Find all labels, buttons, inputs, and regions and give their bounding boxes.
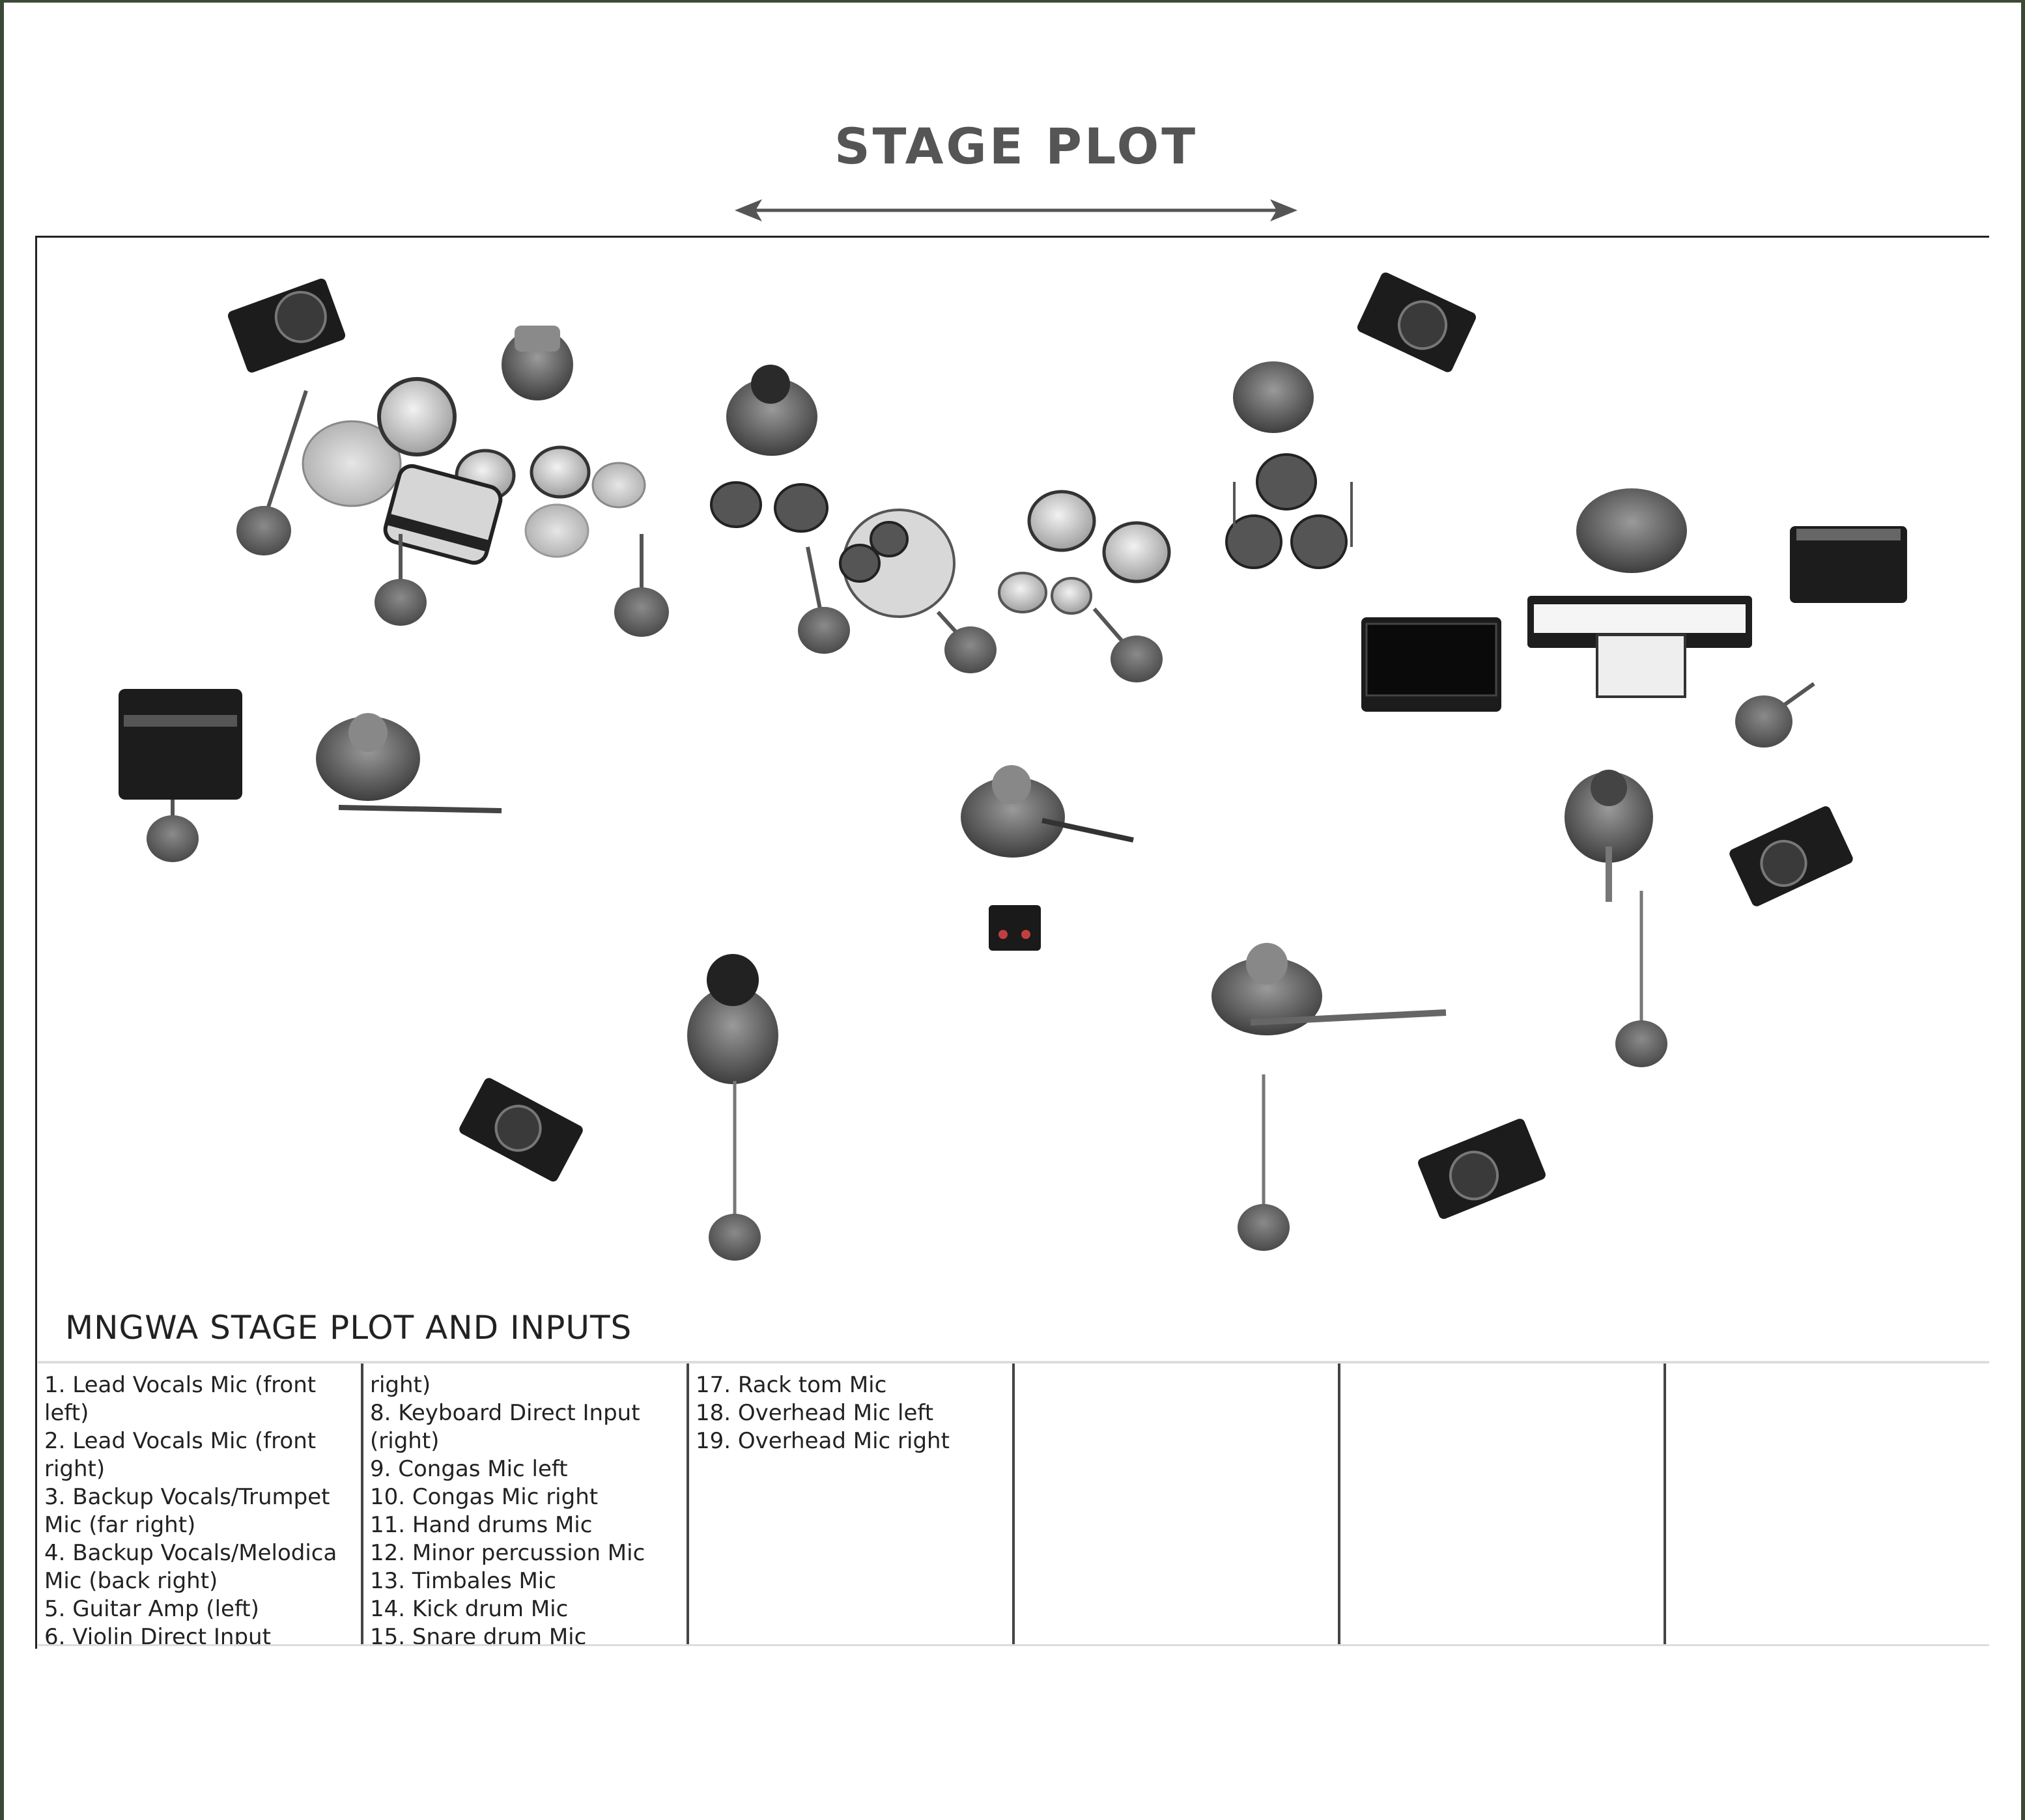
hand-drums-icon [998,490,1171,615]
input-list-item: 13. Timbales Mic [370,1568,556,1594]
musician-icon [710,365,828,533]
mic-stand-icon [375,534,427,626]
timbales-icon [839,509,956,618]
input-list-item: 2. Lead Vocals Mic (front right) [44,1428,317,1482]
musician-icon [316,713,502,813]
input-list-item: 3. Backup Vocals/Trumpet Mic (far right) [44,1484,330,1538]
monitor-wedge-icon [1729,806,1853,906]
input-list-item: 9. Congas Mic left [370,1456,568,1482]
stage-direction-arrow [735,199,1297,221]
musician-icon [961,765,1134,858]
input-list-item: right) [370,1372,431,1398]
input-list-item: 17. Rack tom Mic [696,1372,887,1398]
inputs-table-heading: MNGWA STAGE PLOT AND INPUTS [65,1309,632,1347]
amp-icon [1361,617,1501,712]
input-list-item: 12. Minor percussion Mic [370,1540,645,1566]
input-list-item: 18. Overhead Mic left [696,1400,934,1426]
input-list-item: 19. Overhead Mic right [696,1428,950,1454]
amp-icon [1790,526,1907,603]
mic-stand-icon [709,1081,761,1261]
inputs-column: 1. Lead Vocals Mic (front left)2. Lead V… [38,1364,363,1644]
congas-icon [1225,361,1353,569]
input-list-item: 8. Keyboard Direct Input (right) [370,1400,640,1454]
monitor-wedge-icon [1357,272,1477,372]
input-list-item: 4. Backup Vocals/Melodica Mic (back righ… [44,1540,337,1594]
mic-stand-icon [147,800,199,862]
monitor-wedge-icon [227,278,346,373]
mic-stand-icon [614,534,669,637]
violin-di-box-icon [989,905,1041,951]
input-list-item: 5. Guitar Amp (left) [44,1596,259,1622]
keyboard-icon [1527,488,1752,698]
mic-stand-icon [1238,1074,1290,1251]
input-list-item: 6. Violin Direct Input (centre) [44,1624,271,1644]
input-list-item: 15. Snare drum Mic [370,1624,587,1644]
musician-icon [687,954,778,1084]
musician-icon [1211,943,1447,1035]
drum-kit-icon [302,326,646,565]
mic-stand-icon [798,546,850,654]
monitor-wedge-icon [459,1078,583,1182]
stage-edge-line [35,236,1989,238]
inputs-column [1666,1364,1989,1644]
input-list-item: 1. Lead Vocals Mic (front left) [44,1372,317,1426]
mic-stand-icon [1735,682,1815,748]
inputs-column: right)8. Keyboard Direct Input (right)9.… [363,1364,689,1644]
stage-diagram [119,272,1907,1261]
input-list-item: 10. Congas Mic right [370,1484,599,1510]
amp-icon [119,689,242,800]
mic-stand-icon [1615,891,1667,1067]
musician-icon [1565,770,1653,902]
monitor-wedge-icon [1418,1119,1546,1219]
mic-stand-icon [1092,608,1163,682]
mic-stand-icon [236,390,308,555]
input-list-item: 14. Kick drum Mic [370,1596,569,1622]
input-list-item: 11. Hand drums Mic [370,1512,593,1538]
stage-left-line [35,236,37,1649]
page-title: STAGE PLOT [834,117,1198,175]
inputs-column [1015,1364,1340,1644]
inputs-table: 1. Lead Vocals Mic (front left)2. Lead V… [38,1361,1989,1646]
inputs-column [1340,1364,1666,1644]
mic-stand-icon [936,610,997,673]
